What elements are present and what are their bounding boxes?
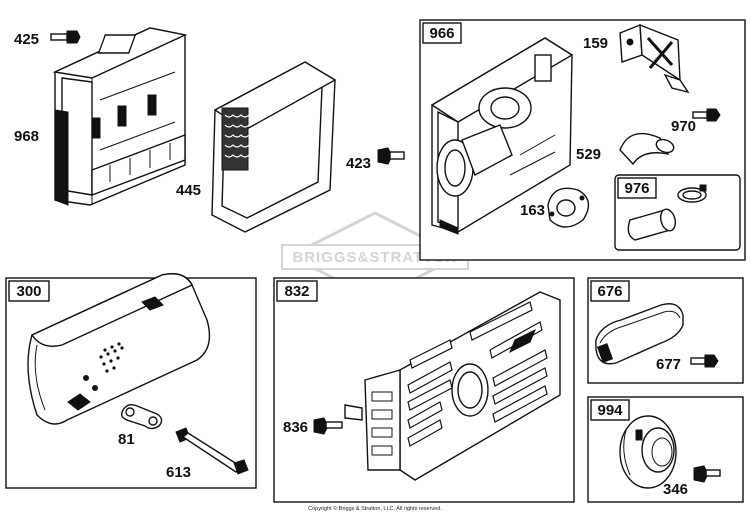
callout-81: 81 xyxy=(118,431,135,448)
callout-677: 677 xyxy=(656,356,681,373)
part-529-elbow xyxy=(619,132,675,166)
callout-970: 970 xyxy=(671,118,696,135)
part-425-screw xyxy=(50,30,81,44)
callout-159: 159 xyxy=(583,35,608,52)
box-label-976-frame xyxy=(617,177,657,199)
callout-346: 346 xyxy=(663,481,688,498)
part-966-air-cleaner-body xyxy=(430,37,574,235)
callout-445: 445 xyxy=(176,182,201,199)
callout-163: 163 xyxy=(520,202,545,219)
part-832-muffler-guard xyxy=(344,291,561,481)
part-81-lock-plate xyxy=(120,403,163,430)
box-label-832-frame xyxy=(276,280,318,302)
callout-529: 529 xyxy=(576,146,601,163)
callout-836: 836 xyxy=(283,419,308,436)
box-label-966: 966 xyxy=(429,25,454,42)
box-label-300-frame xyxy=(8,280,50,302)
part-613-bolt xyxy=(175,427,249,475)
part-346-screw xyxy=(693,465,721,483)
box-label-676-frame xyxy=(590,280,630,302)
part-994-spark-arrester xyxy=(619,415,677,489)
box-label-976: 976 xyxy=(624,180,649,197)
part-159-bracket xyxy=(619,23,690,94)
part-423-screw xyxy=(377,147,405,165)
part-970-screw xyxy=(692,108,721,122)
part-676-deflector xyxy=(595,303,684,365)
box-label-300: 300 xyxy=(16,283,41,300)
box-label-676: 676 xyxy=(597,283,622,300)
box-label-966-frame xyxy=(422,22,462,44)
callout-613: 613 xyxy=(166,464,191,481)
part-976-breather-kit xyxy=(627,184,707,241)
part-677-screw xyxy=(690,354,719,368)
callout-423: 423 xyxy=(346,155,371,172)
part-445-filter xyxy=(211,61,337,233)
part-163-gasket xyxy=(547,187,590,228)
box-label-832: 832 xyxy=(284,283,309,300)
part-300-muffler xyxy=(27,273,211,425)
copyright-notice: Copyright © Briggs & Stratton, LLC. All … xyxy=(308,505,442,512)
part-968-air-cleaner-base xyxy=(52,27,188,206)
callout-968: 968 xyxy=(14,128,39,145)
box-label-994: 994 xyxy=(597,402,623,419)
watermark-text: BRIGGS&STRATTON xyxy=(292,249,457,266)
box-label-994-frame xyxy=(590,399,630,421)
part-836-screw xyxy=(313,417,343,435)
callout-425: 425 xyxy=(14,31,39,48)
